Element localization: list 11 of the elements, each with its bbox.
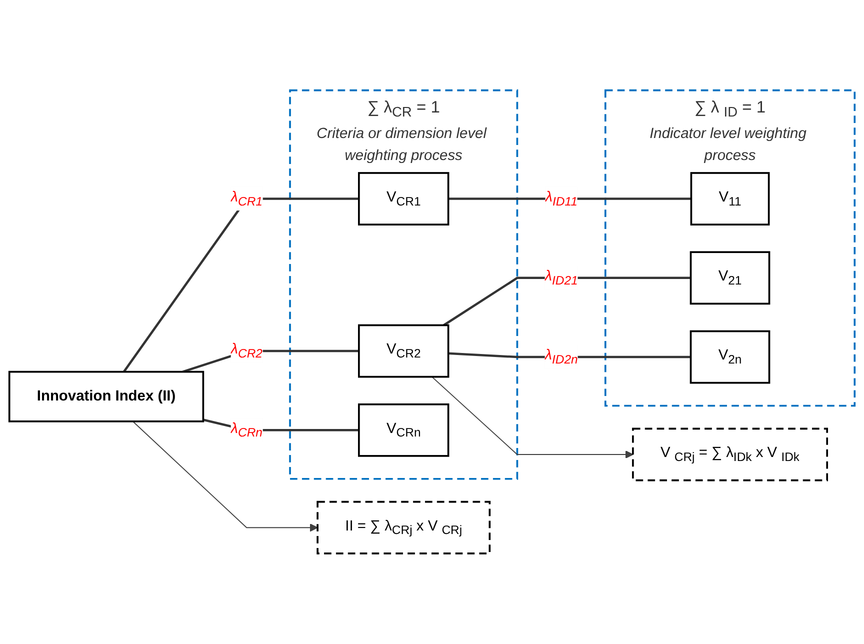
arrow [431, 376, 634, 459]
node-box: V$_{CRn}$ [358, 404, 450, 457]
node-box: V$_{2n}$ [690, 330, 770, 384]
node-box: V$_{11}$ [690, 172, 770, 226]
node-box: V $_{CRj}$ = ∑ λ$_{IDk}$ x V $_{IDk}$ [632, 428, 828, 482]
arrow [132, 421, 318, 532]
node-box: V$_{CR1}$ [358, 172, 450, 226]
node-box: Innovation Index (II) [8, 370, 204, 422]
node-box: II = ∑ λ$_{CRj}$ x V $_{CRj}$ [316, 501, 491, 554]
node-box: V$_{21}$ [690, 251, 770, 305]
node-box: V$_{CR2}$ [358, 324, 450, 378]
